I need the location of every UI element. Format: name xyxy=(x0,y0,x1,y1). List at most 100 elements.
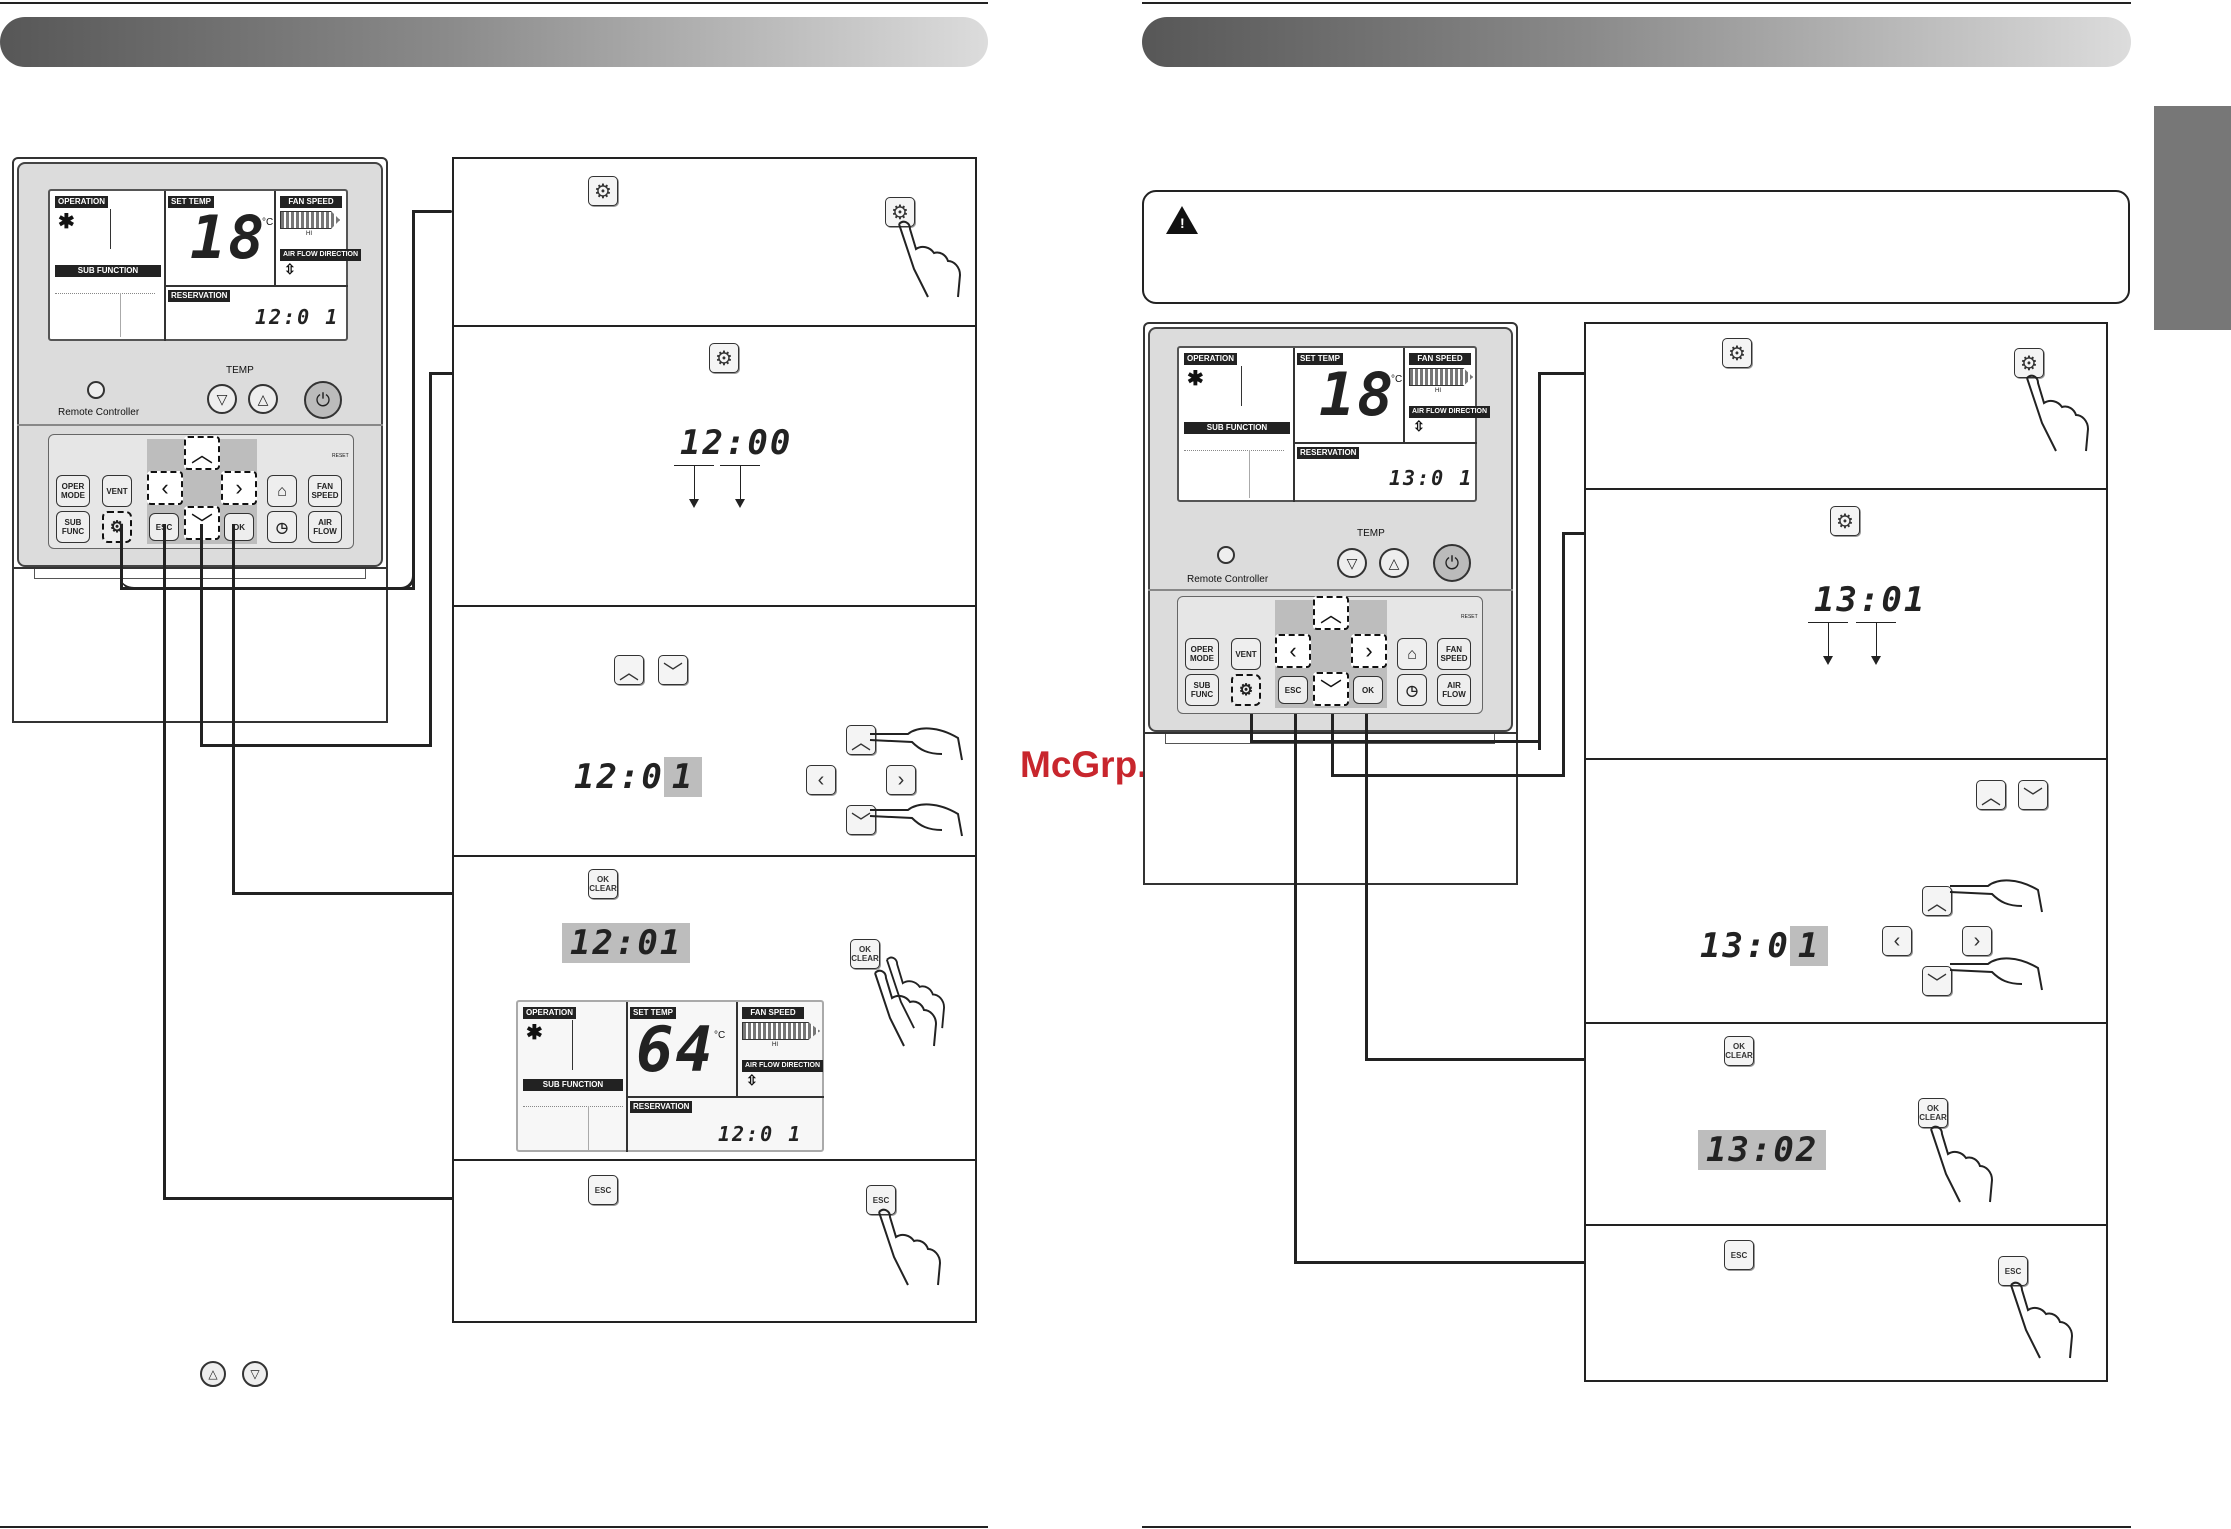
step4-lcd-reservation: 12:0 1 xyxy=(718,1122,803,1146)
left-key-icon: ‹ xyxy=(1882,926,1912,956)
home-button[interactable]: ⌂ xyxy=(267,475,297,507)
step4-lcd-temp: 64 xyxy=(636,1013,715,1086)
lcd-operation-label: OPERATION xyxy=(55,196,108,208)
down-key-icon: ﹀ xyxy=(1922,966,1952,996)
air-flow-arrow-icon: ⇳ xyxy=(1413,418,1425,434)
fan-speed-bars-icon xyxy=(1409,368,1473,386)
pointing-hand-icon xyxy=(868,720,964,785)
esc-key-icon: ESC xyxy=(588,1175,618,1205)
up-key-icon: ︿ xyxy=(1922,886,1952,916)
nav-left-button[interactable]: ‹ xyxy=(1275,634,1311,668)
up-key-icon: ︿ xyxy=(1976,780,2006,810)
right-bottom-rule xyxy=(1142,1526,2131,1528)
right-key-icon: › xyxy=(886,765,916,795)
esc-button[interactable]: ESC xyxy=(1278,676,1308,704)
step2-time: 13:01 xyxy=(1814,580,1927,620)
esc-key-icon: ESC xyxy=(1724,1240,1754,1270)
nav-left-button[interactable]: ‹ xyxy=(147,471,183,505)
right-step-2: ⚙ 13:01 xyxy=(1586,488,2106,758)
nav-up-button[interactable]: ︿ xyxy=(184,436,220,470)
oper-mode-button[interactable]: OPER MODE xyxy=(1185,638,1219,670)
pointing-hand-icon xyxy=(1948,872,2044,937)
lcd-reservation-label: RESERVATION xyxy=(168,290,231,302)
down-key-icon: ﹀ xyxy=(658,655,688,685)
power-button[interactable]: ⏻ xyxy=(1433,544,1471,582)
step4-time: 13:02 xyxy=(1698,1130,1827,1170)
up-key-icon: ︿ xyxy=(614,655,644,685)
pointing-hand-icon xyxy=(870,968,940,1053)
section-side-tab xyxy=(2154,106,2231,330)
air-flow-button[interactable]: AIR FLOW xyxy=(308,511,342,543)
step4-lcd: OPERATION ✱ SUB FUNCTION SET TEMP 64 °C … xyxy=(516,1000,824,1152)
oper-mode-button[interactable]: OPER MODE xyxy=(56,475,90,507)
ok-clear-button[interactable]: OK xyxy=(224,513,254,541)
lcd-degc: °C xyxy=(262,217,274,228)
sub-func-button[interactable]: SUB FUNC xyxy=(56,511,90,543)
power-button[interactable]: ⏻ xyxy=(304,381,342,419)
settings-button[interactable]: ⚙ xyxy=(1231,674,1261,706)
pointing-hand-icon xyxy=(1948,950,2044,1015)
nav-right-button[interactable]: › xyxy=(1351,634,1387,668)
home-button[interactable]: ⌂ xyxy=(1397,638,1427,670)
temp-down-button[interactable]: ▽ xyxy=(1337,548,1367,578)
temp-up-button[interactable]: △ xyxy=(248,384,278,414)
esc-key-icon: ESC xyxy=(1998,1256,2028,1286)
remote-lcd: OPERATION ✱ SUB FUNCTION SET TEMP 18 °C … xyxy=(48,189,362,341)
right-step-1: ⚙ ⚙ xyxy=(1586,324,2106,488)
fan-speed-bars-icon xyxy=(280,211,340,229)
lcd-air-flow-label: AIR FLOW DIRECTION xyxy=(280,249,362,261)
lcd-set-temp-label: SET TEMP xyxy=(168,196,215,208)
snowflake-icon: ✱ xyxy=(58,211,75,233)
air-flow-button[interactable]: AIR FLOW xyxy=(1437,674,1471,706)
left-key-icon: ‹ xyxy=(806,765,836,795)
pointing-hand-icon xyxy=(1926,1124,1996,1209)
vent-button[interactable]: VENT xyxy=(1231,638,1261,670)
nav-up-button[interactable]: ︿ xyxy=(1313,596,1349,630)
settings-key-icon: ⚙ xyxy=(2014,348,2044,378)
nav-down-button[interactable]: ﹀ xyxy=(1313,672,1349,706)
lcd-set-temp-value: 18 xyxy=(190,203,267,273)
fan-speed-button[interactable]: FAN SPEED xyxy=(1437,638,1471,670)
warning-triangle-icon xyxy=(1166,206,1198,234)
pointing-hand-icon xyxy=(2022,368,2092,463)
ok-clear-button[interactable]: OK xyxy=(1353,676,1383,704)
pointing-hand-icon xyxy=(894,219,964,304)
sub-func-button[interactable]: SUB FUNC xyxy=(1185,674,1219,706)
left-top-rule xyxy=(0,2,988,4)
step4-time: 12:01 xyxy=(562,923,691,963)
temp-up-button[interactable]: △ xyxy=(1379,548,1409,578)
remote-controller-label: Remote Controller xyxy=(58,407,140,418)
left-header-bar xyxy=(0,17,988,67)
right-remote-illustration: OPERATION ✱ SUB FUNCTION SET TEMP 18 °C … xyxy=(1143,322,1518,885)
temp-up-icon: △ xyxy=(200,1361,226,1387)
air-flow-arrow-icon: ⇳ xyxy=(284,261,296,277)
settings-key-icon: ⚙ xyxy=(1830,506,1860,536)
fan-speed-button[interactable]: FAN SPEED xyxy=(308,475,342,507)
reset-label: RESET xyxy=(332,453,349,459)
up-key-icon: ︿ xyxy=(846,725,876,755)
lcd-set-temp-value: 18 xyxy=(1319,360,1396,430)
remote-led xyxy=(87,381,105,399)
pointing-hand-icon xyxy=(868,796,964,861)
snowflake-icon: ✱ xyxy=(526,1022,543,1044)
timer-button[interactable]: ◷ xyxy=(1397,674,1427,706)
settings-key-icon: ⚙ xyxy=(709,343,739,373)
temp-down-button[interactable]: ▽ xyxy=(207,384,237,414)
fan-speed-bars-icon xyxy=(742,1022,820,1040)
nav-right-button[interactable]: › xyxy=(221,471,257,505)
left-step-1: ⚙ ⚙ xyxy=(454,159,975,325)
temp-down-icon: ▽ xyxy=(242,1361,268,1387)
timer-button[interactable]: ◷ xyxy=(267,511,297,543)
settings-key-icon: ⚙ xyxy=(588,176,618,206)
down-key-icon: ﹀ xyxy=(2018,780,2048,810)
settings-key-icon: ⚙ xyxy=(1722,338,1752,368)
pointing-hand-icon xyxy=(874,1207,944,1292)
vent-button[interactable]: VENT xyxy=(102,475,132,507)
